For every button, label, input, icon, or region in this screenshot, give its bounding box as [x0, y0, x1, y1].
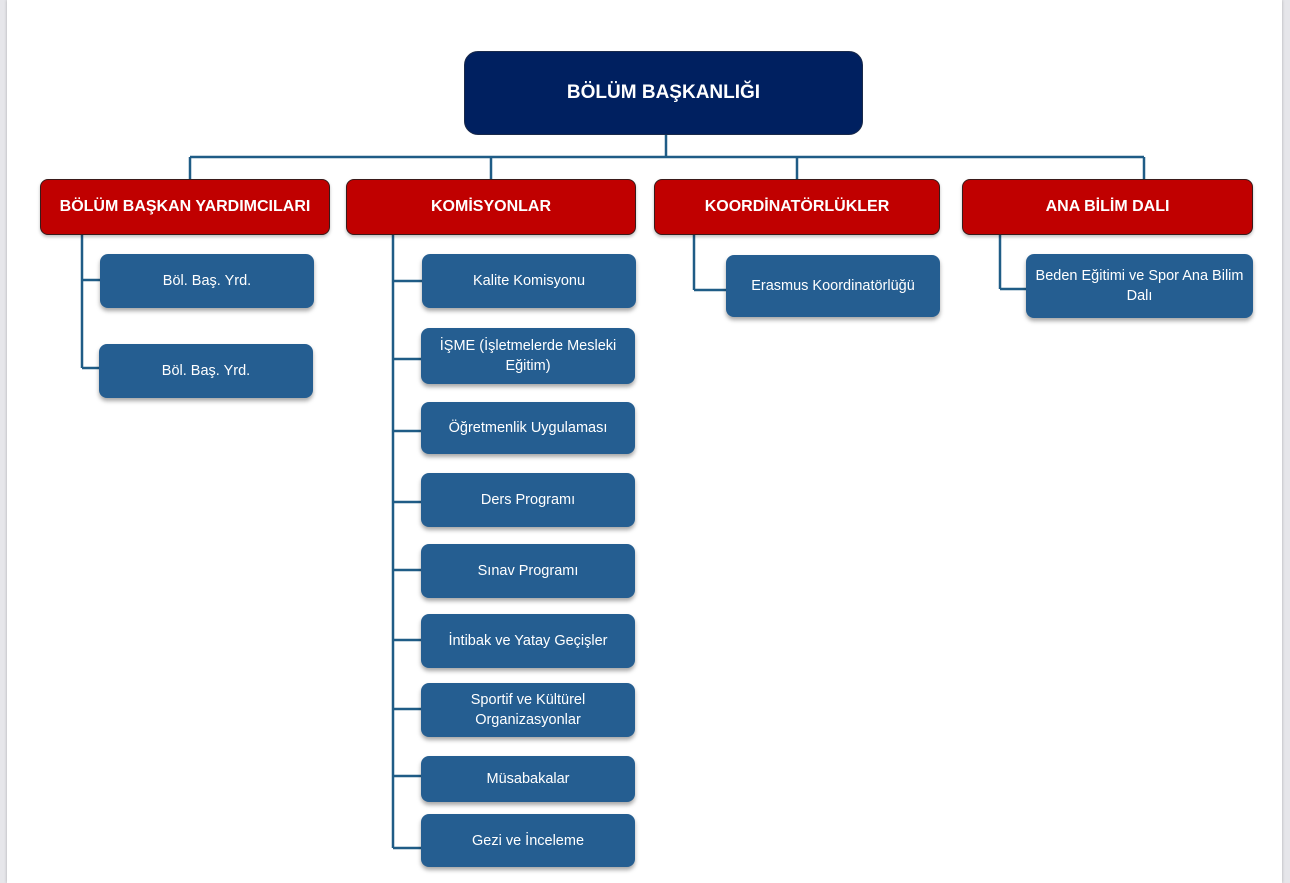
child-label: Ders Programı — [480, 492, 576, 508]
child-node: Erasmus Koordinatörlüğü — [726, 255, 940, 317]
child-node: Müsabakalar — [421, 756, 635, 802]
child-label: İŞME (İşletmelerde Mesleki Eğitim) — [439, 338, 617, 374]
child-label: Böl. Baş. Yrd. — [162, 273, 252, 289]
child-node: İntibak ve Yatay Geçişler — [421, 614, 635, 668]
branch-header-coordinatorships: KOORDİNATÖRLÜKLER — [654, 179, 940, 235]
child-label: Gezi ve İnceleme — [471, 832, 585, 849]
root-node: BÖLÜM BAŞKANLIĞI — [464, 51, 863, 135]
child-label: Müsabakalar — [486, 771, 570, 787]
child-label: Öğretmenlik Uygulaması — [448, 420, 608, 436]
child-node: Öğretmenlik Uygulaması — [421, 402, 635, 454]
child-node: Beden Eğitimi ve Spor Ana Bilim Dalı — [1026, 254, 1253, 318]
org-chart: BÖLÜM BAŞKANLIĞI BÖLÜM BAŞKAN YARDIMCILA… — [7, 0, 1282, 883]
root-label: BÖLÜM BAŞKANLIĞI — [566, 82, 761, 103]
child-label: Sınav Programı — [477, 563, 579, 579]
child-label: Erasmus Koordinatörlüğü — [751, 278, 915, 294]
branch-header-label: BÖLÜM BAŞKAN YARDIMCILARI — [59, 198, 311, 215]
child-node: Ders Programı — [421, 473, 635, 527]
child-node: Sınav Programı — [421, 544, 635, 598]
branch-header-label: KOORDİNATÖRLÜKLER — [704, 198, 890, 215]
child-label: İntibak ve Yatay Geçişler — [448, 633, 608, 649]
child-node: Gezi ve İnceleme — [421, 814, 635, 867]
child-label: Sportif ve Kültürel Organizasyonlar — [470, 692, 586, 728]
branch-header-assistant-heads: BÖLÜM BAŞKAN YARDIMCILARI — [40, 179, 330, 235]
child-label: Kalite Komisyonu — [472, 273, 586, 289]
child-label: Beden Eğitimi ve Spor Ana Bilim Dalı — [1035, 268, 1244, 304]
child-node: Kalite Komisyonu — [422, 254, 636, 308]
child-node: Sportif ve Kültürel Organizasyonlar — [421, 683, 635, 737]
child-label: Böl. Baş. Yrd. — [161, 363, 251, 379]
child-node: Böl. Baş. Yrd. — [100, 254, 314, 308]
branch-header-main-discipline: ANA BİLİM DALI — [962, 179, 1253, 235]
branch-header-label: ANA BİLİM DALI — [1045, 198, 1170, 215]
branch-header-label: KOMİSYONLAR — [431, 198, 551, 215]
branch-header-commissions: KOMİSYONLAR — [346, 179, 636, 235]
child-node: İŞME (İşletmelerde Mesleki Eğitim) — [421, 328, 635, 384]
child-node: Böl. Baş. Yrd. — [99, 344, 313, 398]
